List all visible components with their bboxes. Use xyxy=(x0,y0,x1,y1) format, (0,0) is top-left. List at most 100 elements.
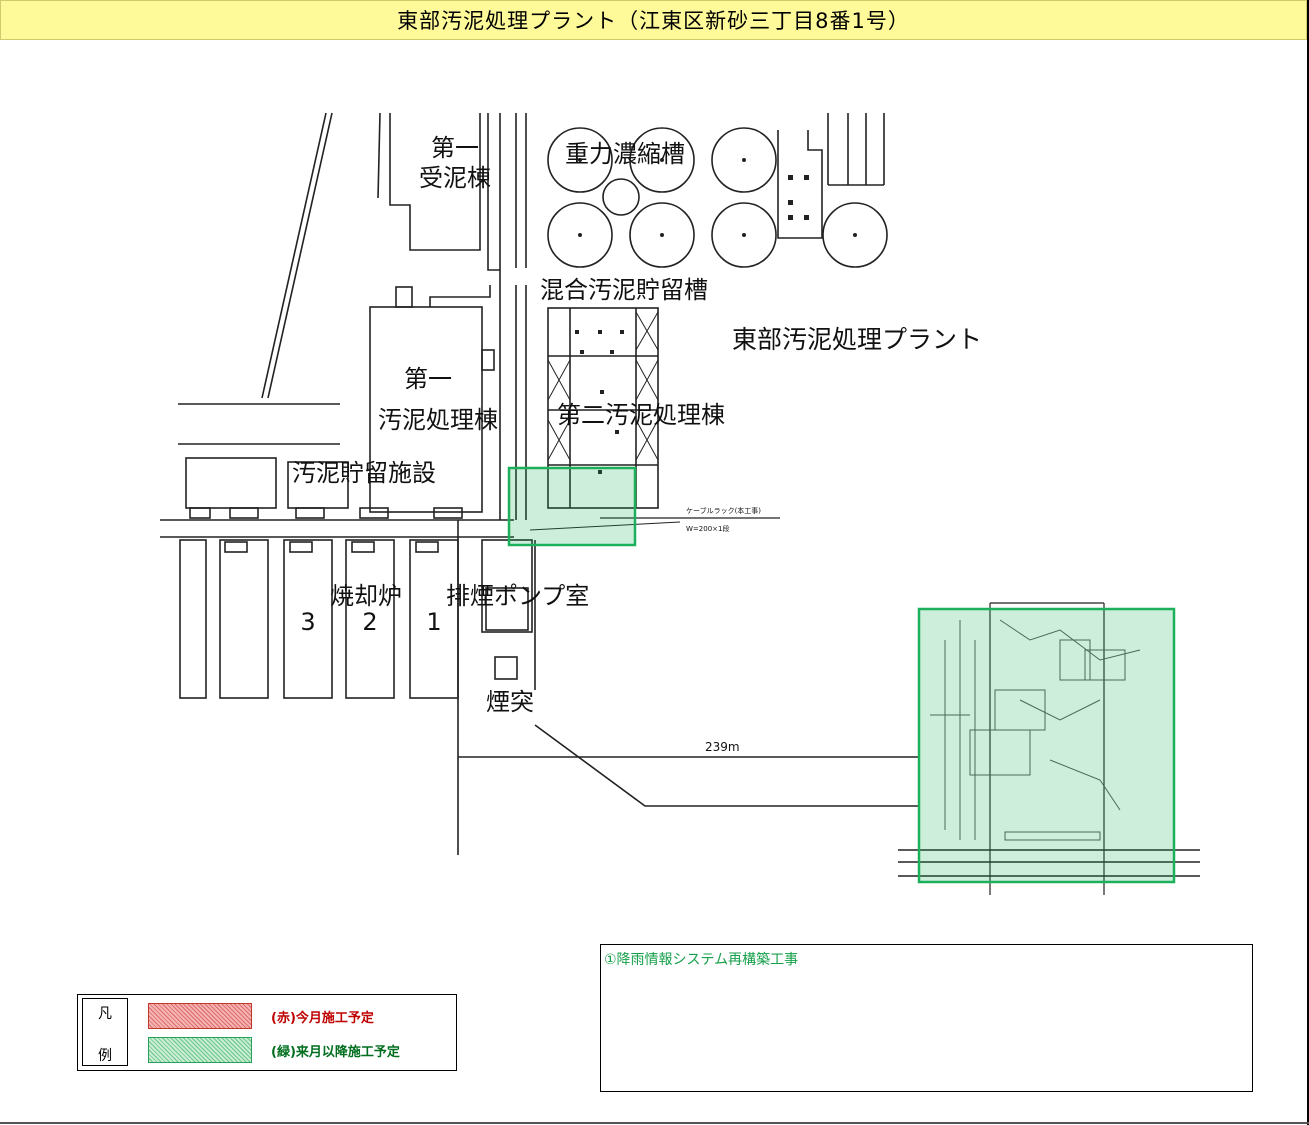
label-cable-rack-1: ケーブルラック(本工事) xyxy=(686,506,761,515)
tank-center-dot xyxy=(660,233,664,237)
gravity-tank xyxy=(547,202,613,268)
building-marker xyxy=(804,175,809,180)
building-outline xyxy=(189,507,211,519)
building-marker xyxy=(788,200,793,205)
building-outline xyxy=(429,285,491,307)
tank-center-dot xyxy=(742,233,746,237)
label-second-sludge: 第二汚泥処理棟 xyxy=(557,401,725,429)
building-outline xyxy=(395,286,413,308)
building-outline xyxy=(487,113,500,271)
label-sludge-storage: 汚泥貯留施設 xyxy=(292,459,436,487)
building-outline xyxy=(415,541,439,553)
building-marker xyxy=(575,330,579,334)
legend-green-swatch xyxy=(148,1037,252,1063)
building-outline xyxy=(481,349,495,371)
work-notes-box: ①降雨情報システム再構築工事 xyxy=(600,944,1253,1092)
tank-center-dot xyxy=(742,158,746,162)
label-incinerator: 焼却炉 xyxy=(330,582,402,610)
label-plant-name: 東部汚泥処理プラント xyxy=(732,325,982,354)
remote-site-detail xyxy=(930,619,1141,841)
incinerator-unit xyxy=(345,539,395,699)
chimney-outline xyxy=(494,656,518,680)
legend-key-cell: 凡 例 xyxy=(82,998,128,1066)
first-receiving-building xyxy=(389,113,481,251)
bottom-border xyxy=(0,1122,1309,1124)
label-first-receiving-1: 第一 xyxy=(431,134,479,162)
building-marker xyxy=(620,330,624,334)
building-marker xyxy=(610,350,614,354)
building-marker xyxy=(580,350,584,354)
label-chimney: 煙突 xyxy=(486,688,534,716)
label-exhaust-pump: 排煙ポンプ室 xyxy=(446,582,589,610)
label-distance: 239m xyxy=(705,740,740,754)
building-outline xyxy=(359,507,389,519)
gravity-tank xyxy=(547,127,613,193)
first-sludge-building xyxy=(369,306,483,513)
cable-rack-line xyxy=(529,521,681,531)
work-item-1: ①降雨情報システム再構築工事 xyxy=(604,952,799,968)
building-outline xyxy=(229,507,259,519)
building-marker xyxy=(598,470,602,474)
sludge-storage-building xyxy=(185,457,277,509)
gravity-tank xyxy=(629,127,695,193)
building-marker xyxy=(804,215,809,220)
incinerator-unit xyxy=(409,539,459,699)
site-building xyxy=(1059,639,1091,681)
building-outline xyxy=(295,507,325,519)
gravity-tank xyxy=(711,127,777,193)
right-border xyxy=(1307,0,1309,1125)
road-line xyxy=(261,112,327,399)
label-first-sludge-1: 第一 xyxy=(404,365,452,393)
label-cable-rack-2: W=200×1段 xyxy=(686,524,729,533)
road-line xyxy=(267,112,333,399)
incinerator-unit xyxy=(283,539,333,699)
site-building xyxy=(969,729,1031,776)
second-sludge-building xyxy=(547,307,659,509)
highlight-area-1 xyxy=(507,466,637,547)
exhaust-pump-room xyxy=(481,539,533,633)
label-first-sludge-2: 汚泥処理棟 xyxy=(378,406,498,434)
building-marker xyxy=(600,390,604,394)
gravity-tank xyxy=(711,202,777,268)
label-first-receiving-2: 受泥棟 xyxy=(419,164,491,192)
legend-green-label: (緑)来月以降施工予定 xyxy=(271,1045,400,1060)
label-mixed-sludge-tank: 混合汚泥貯留槽 xyxy=(540,276,708,304)
incinerator-unit xyxy=(219,539,269,699)
building-outline xyxy=(485,587,529,631)
label-gravity-tank: 重力濃縮槽 xyxy=(565,140,685,168)
cable-route-line xyxy=(534,724,920,807)
site-building xyxy=(1084,649,1126,681)
building-marker xyxy=(788,175,793,180)
gravity-tank xyxy=(629,202,695,268)
incinerator-unit xyxy=(179,539,207,699)
tank-center-dot xyxy=(660,158,664,162)
building-outline xyxy=(777,130,823,239)
legend-key-bottom: 例 xyxy=(98,1048,112,1064)
building-outline xyxy=(433,507,463,519)
road-line xyxy=(377,112,381,199)
label-incinerator-2: 2 xyxy=(362,608,377,636)
tank-hub xyxy=(602,178,640,216)
site-path xyxy=(999,619,1141,661)
building-outline xyxy=(224,541,248,553)
small-markers xyxy=(575,158,857,474)
highlight-area-2 xyxy=(917,607,1176,884)
label-incinerator-3: 3 xyxy=(300,608,315,636)
tank-center-dot xyxy=(578,233,582,237)
building-marker xyxy=(788,215,793,220)
page-title: 東部汚泥処理プラント（江東区新砂三丁目8番1号） xyxy=(0,0,1307,40)
label-incinerator-1: 1 xyxy=(426,608,441,636)
tank-center-dot xyxy=(578,158,582,162)
building-marker xyxy=(598,330,602,334)
building-outline xyxy=(289,541,313,553)
site-path xyxy=(1019,699,1121,811)
building-outline xyxy=(351,541,375,553)
legend-red-label: (赤)今月施工予定 xyxy=(271,1011,374,1026)
gravity-tank xyxy=(822,202,888,268)
site-structure xyxy=(1004,831,1101,841)
building-truss xyxy=(547,311,659,461)
legend-red-swatch xyxy=(148,1003,252,1029)
tank-center-dot xyxy=(853,233,857,237)
legend-box: 凡 例 (赤)今月施工予定 (緑)来月以降施工予定 xyxy=(77,994,457,1071)
